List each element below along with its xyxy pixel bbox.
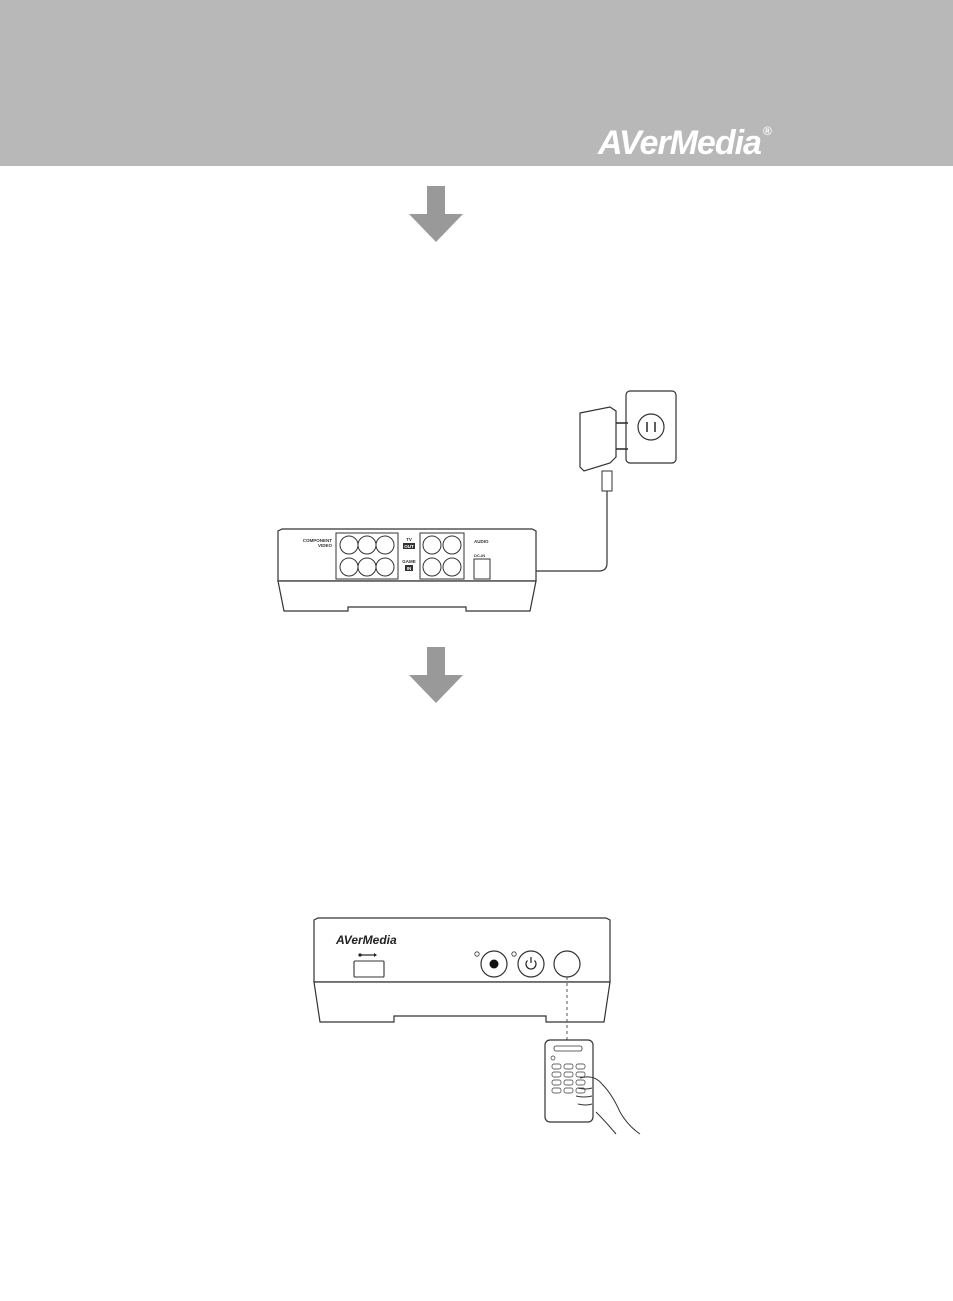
down-arrow-icon bbox=[409, 647, 463, 703]
usb-port bbox=[354, 961, 384, 977]
game-in-label-line1: GAME bbox=[402, 559, 416, 564]
game-in-label-line2: IN bbox=[407, 566, 412, 571]
device-rear-base bbox=[278, 581, 536, 611]
power-adapter bbox=[580, 407, 616, 471]
registered-mark: ® bbox=[763, 124, 771, 138]
logo-text: AVerMedia bbox=[598, 124, 761, 162]
power-button bbox=[518, 951, 544, 977]
record-icon bbox=[490, 960, 499, 969]
tv-out-label-line1: TV bbox=[406, 537, 412, 542]
device-front-base bbox=[314, 982, 610, 1022]
tv-out-label-line2: OUT bbox=[404, 544, 414, 549]
device-brand-text: AVerMedia bbox=[335, 933, 397, 947]
dc-in-label: DC-IN bbox=[474, 553, 485, 558]
header-band: AVerMedia® bbox=[0, 0, 953, 166]
avermedia-logo: AVerMedia® bbox=[598, 124, 771, 163]
device-front-remote-figure: AVerMedia bbox=[310, 912, 650, 1140]
power-cable bbox=[532, 491, 607, 571]
outlet-socket-icon bbox=[638, 414, 664, 440]
audio-label: AUDIO bbox=[474, 539, 489, 544]
down-arrow-icon bbox=[409, 186, 463, 242]
device-rear-power-figure: COMPONENT VIDEO TV OUT GAME IN AUDIO DC-… bbox=[270, 385, 690, 625]
ir-sensor bbox=[554, 951, 580, 977]
component-label-line2: VIDEO bbox=[318, 543, 333, 548]
